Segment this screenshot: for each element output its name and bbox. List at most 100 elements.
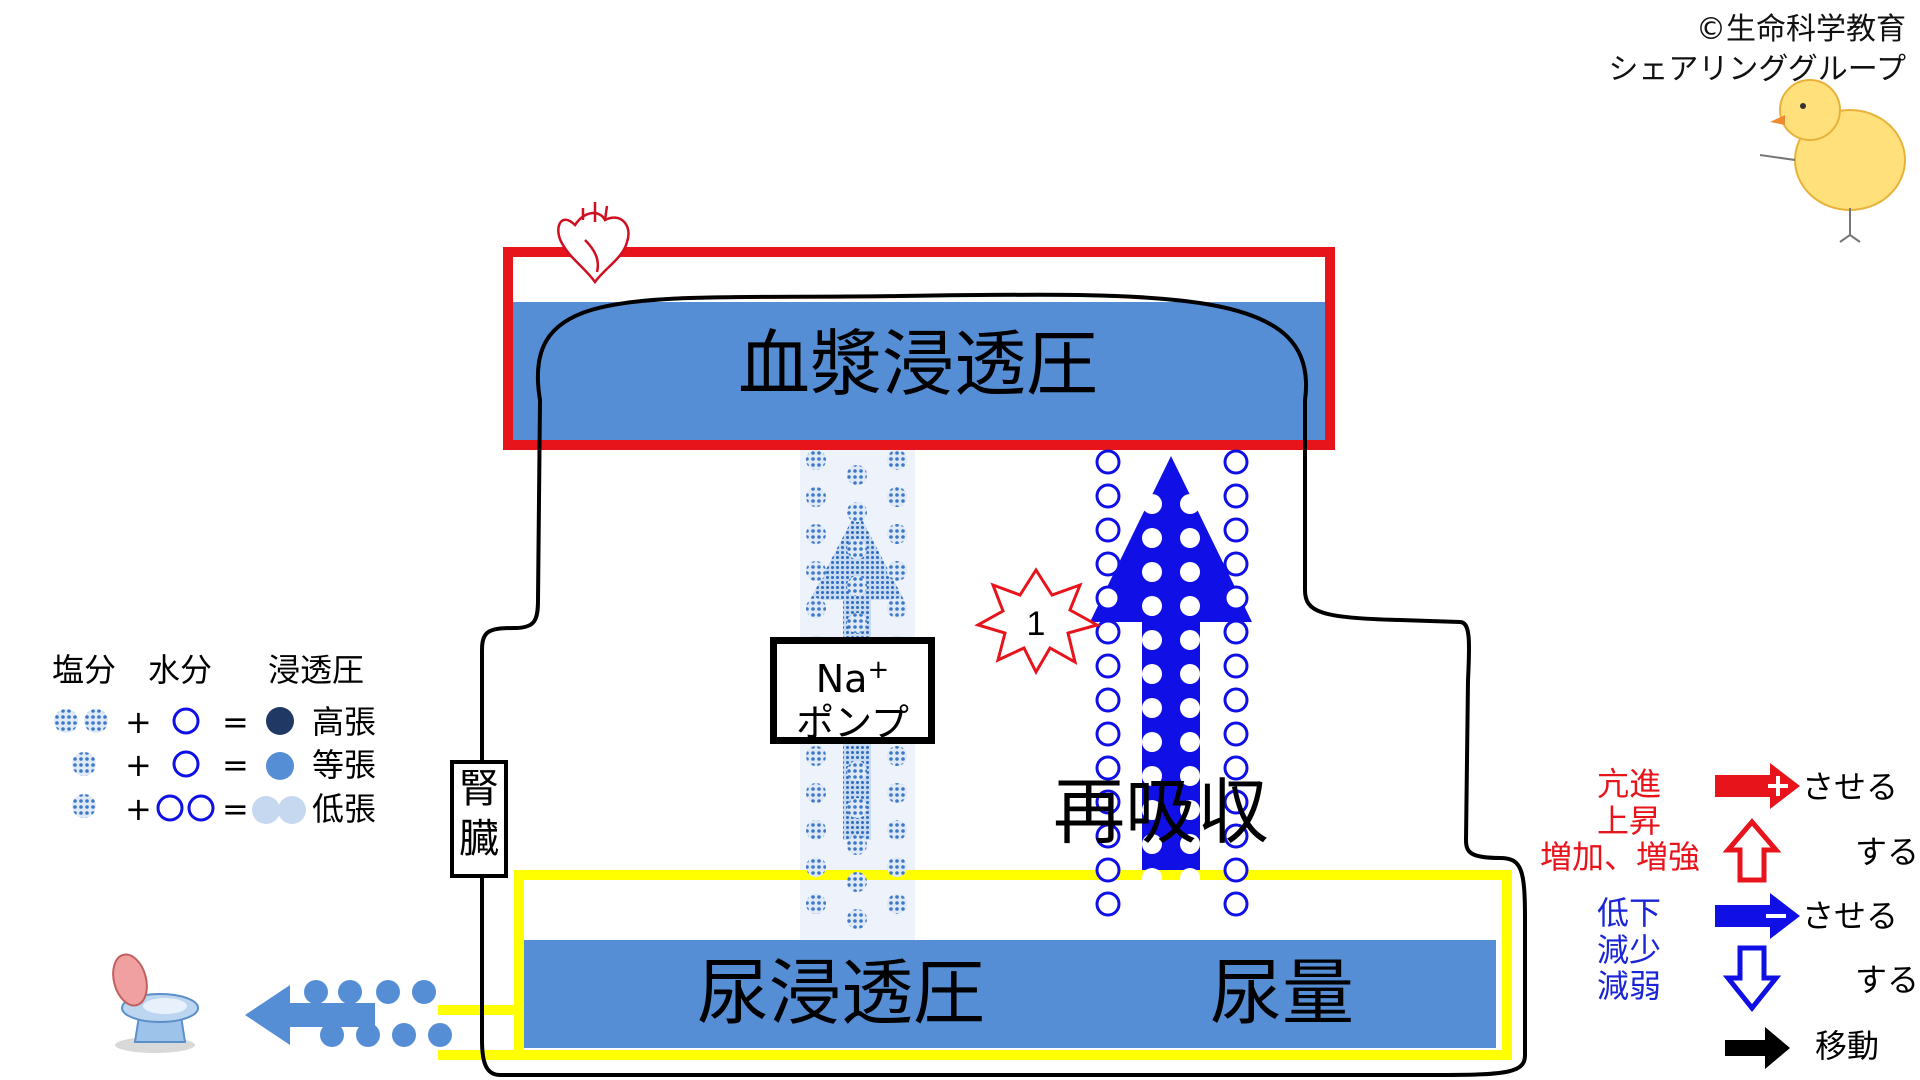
- salt-particle: [806, 783, 826, 803]
- salt-particle: [806, 894, 826, 914]
- legend-plus-1: +: [125, 703, 152, 741]
- legend-word-hyperfunction: 亢進: [1597, 765, 1662, 803]
- water-particle: [1142, 630, 1162, 650]
- copyright-credit: ©生命科学教育 シェアリンググループ: [1608, 10, 1906, 90]
- water-particle: [1095, 789, 1121, 815]
- toilet-icon: [112, 953, 199, 1053]
- legend-result-hypertonic: 高張: [312, 703, 377, 741]
- excreted-particle: [428, 1023, 452, 1047]
- pump-plus: +: [867, 655, 890, 685]
- plasma-band: [510, 302, 1330, 440]
- salt-particle: [806, 857, 826, 877]
- water-particle: [1223, 517, 1249, 543]
- legend-word-weaken: 減弱: [1597, 967, 1662, 1005]
- excreted-particle: [338, 980, 362, 1004]
- water-ring: [172, 750, 200, 778]
- legend-cause-label: させる: [1802, 768, 1899, 806]
- legend-word-decline: 低下: [1597, 894, 1662, 932]
- water-particle: [1223, 619, 1249, 645]
- salt-particle: [887, 746, 907, 766]
- water-particle: [1095, 619, 1121, 645]
- excreted-particle: [320, 1023, 344, 1047]
- urine-volume-label: 尿量: [1210, 951, 1355, 1035]
- water-particle: [1223, 755, 1249, 781]
- water-particle: [1095, 483, 1121, 509]
- move-arrow: [1725, 1027, 1790, 1069]
- urine-box: [514, 870, 1512, 1060]
- kidney-char-2: 臓: [459, 816, 499, 862]
- legend-header-water: 水分: [148, 651, 213, 689]
- water-particle: [1095, 891, 1121, 917]
- explosion-icon: [974, 567, 1101, 676]
- legend-header-osmotic: 浸透圧: [268, 651, 365, 689]
- pump-line-2: ポンプ: [796, 701, 909, 745]
- legend-header-salt: 塩分: [52, 651, 117, 689]
- salt-particle: [806, 450, 826, 470]
- water-particle: [1095, 755, 1121, 781]
- water-particle: [1180, 460, 1200, 480]
- water-particle: [1180, 766, 1200, 786]
- legend-move-label: 移動: [1815, 1027, 1880, 1065]
- salt-particle: [806, 487, 826, 507]
- water-particle: [1180, 868, 1200, 888]
- salt-particle: [887, 561, 907, 581]
- legend-self-label-2: する: [1855, 961, 1920, 999]
- salt-particle: [887, 783, 907, 803]
- pump-line-1: Na+: [777, 648, 928, 701]
- legend-word-reduce: 減少: [1597, 931, 1662, 969]
- salt-dot: [84, 709, 108, 733]
- salt-particle: [847, 502, 867, 522]
- water-particle: [1180, 562, 1200, 582]
- salt-particle: [847, 465, 867, 485]
- self-decrease-arrow: [1722, 945, 1782, 1013]
- legend-equals-3: =: [222, 790, 249, 828]
- legend-result-hypotonic: 低張: [312, 790, 377, 828]
- water-particle: [1180, 800, 1200, 820]
- water-ring: [172, 707, 200, 735]
- salt-particle: [887, 487, 907, 507]
- water-ring: [187, 794, 215, 822]
- water-particle: [1223, 687, 1249, 713]
- pump-na: Na: [815, 657, 868, 701]
- chick-icon: [1759, 79, 1906, 243]
- water-particle: [1180, 596, 1200, 616]
- water-particle: [1095, 585, 1121, 611]
- cause-increase-arrow: [1715, 763, 1800, 809]
- salt-particle: [847, 835, 867, 855]
- excreted-particle: [304, 980, 328, 1004]
- water-particle: [1095, 551, 1121, 577]
- heart-icon: [557, 202, 630, 285]
- water-particle: [1223, 551, 1249, 577]
- legend-equals-2: =: [222, 746, 249, 784]
- water-particle: [1223, 721, 1249, 747]
- salt-particle: [806, 820, 826, 840]
- excreted-particles: [304, 980, 452, 1047]
- water-particle: [1095, 823, 1121, 849]
- water-ring: [156, 794, 184, 822]
- water-particle: [1142, 834, 1162, 854]
- salt-particle: [806, 746, 826, 766]
- self-increase-arrow: [1722, 818, 1782, 883]
- kidney-label-box: 腎 臓: [450, 760, 508, 878]
- urine-band: [520, 940, 1496, 1048]
- water-particles: [1095, 449, 1249, 917]
- water-particle: [1180, 664, 1200, 684]
- water-particle: [1095, 687, 1121, 713]
- salt-particle: [887, 820, 907, 840]
- salt-dot: [54, 709, 78, 733]
- water-particle: [1180, 698, 1200, 718]
- water-particle: [1180, 630, 1200, 650]
- salt-particle: [847, 613, 867, 633]
- step-number: 1: [1027, 605, 1046, 643]
- salt-particle: [806, 524, 826, 544]
- urine-osmotic-pressure-label: 尿浸透圧: [697, 951, 986, 1035]
- water-particle: [1142, 868, 1162, 888]
- cause-decrease-arrow: [1715, 893, 1800, 939]
- salt-particle: [887, 857, 907, 877]
- legend-equals-1: =: [222, 703, 249, 741]
- water-particle: [1223, 789, 1249, 815]
- legend-result-isotonic: 等張: [312, 746, 377, 784]
- water-particle: [1223, 449, 1249, 475]
- water-particle: [1142, 528, 1162, 548]
- arrow-legend-shapes: [1715, 763, 1800, 1069]
